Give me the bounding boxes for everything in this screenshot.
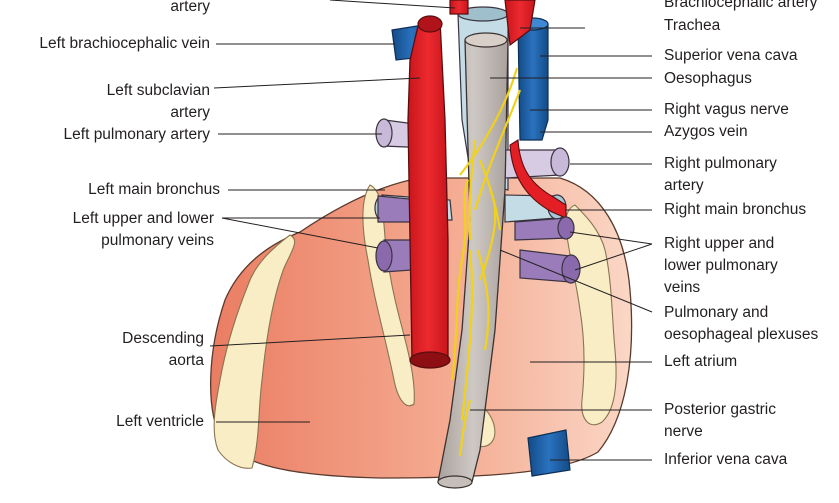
label-oesophagus: Oesophagus bbox=[664, 68, 834, 90]
label-brachiocephalic-artery: Brachiocephalic artery bbox=[664, 0, 839, 14]
descending-aorta bbox=[408, 20, 448, 360]
label-posterior-gastric-nerve: Posterior gastric nerve bbox=[664, 399, 834, 443]
label-superior-vena-cava: Superior vena cava bbox=[664, 45, 834, 67]
label-left-main-bronchus: Left main bronchus bbox=[30, 179, 220, 201]
inferior-vena-cava bbox=[528, 430, 570, 476]
aortic-arch-stub bbox=[450, 0, 468, 14]
label-left-atrium: Left atrium bbox=[664, 351, 834, 373]
label-right-pulmonary-artery: Right pulmonary artery bbox=[664, 153, 834, 197]
label-left-brachiocephalic-vein: Left brachiocephalic vein bbox=[4, 33, 210, 55]
label-left-subclavian-artery: Left subclavian artery bbox=[60, 80, 210, 124]
label-descending-aorta: Descending aorta bbox=[90, 328, 204, 372]
label-azygos-vein: Azygos vein bbox=[664, 121, 834, 143]
label-trachea: Trachea bbox=[664, 15, 834, 37]
label-right-pulmonary-veins: Right upper and lower pulmonary veins bbox=[664, 233, 834, 299]
label-left-ventricle: Left ventricle bbox=[80, 411, 204, 433]
superior-vena-cava bbox=[518, 24, 548, 140]
label-inferior-vena-cava: Inferior vena cava bbox=[664, 449, 834, 471]
label-right-main-bronchus: Right main bronchus bbox=[664, 199, 834, 221]
label-artery-top: artery bbox=[140, 0, 210, 18]
label-left-pulmonary-artery: Left pulmonary artery bbox=[4, 124, 210, 146]
label-pulmonary-oesophageal-plexuses: Pulmonary and oesophageal plexuses bbox=[664, 302, 839, 346]
label-right-vagus-nerve: Right vagus nerve bbox=[664, 99, 834, 121]
label-left-pulmonary-veins: Left upper and lower pulmonary veins bbox=[24, 208, 214, 252]
